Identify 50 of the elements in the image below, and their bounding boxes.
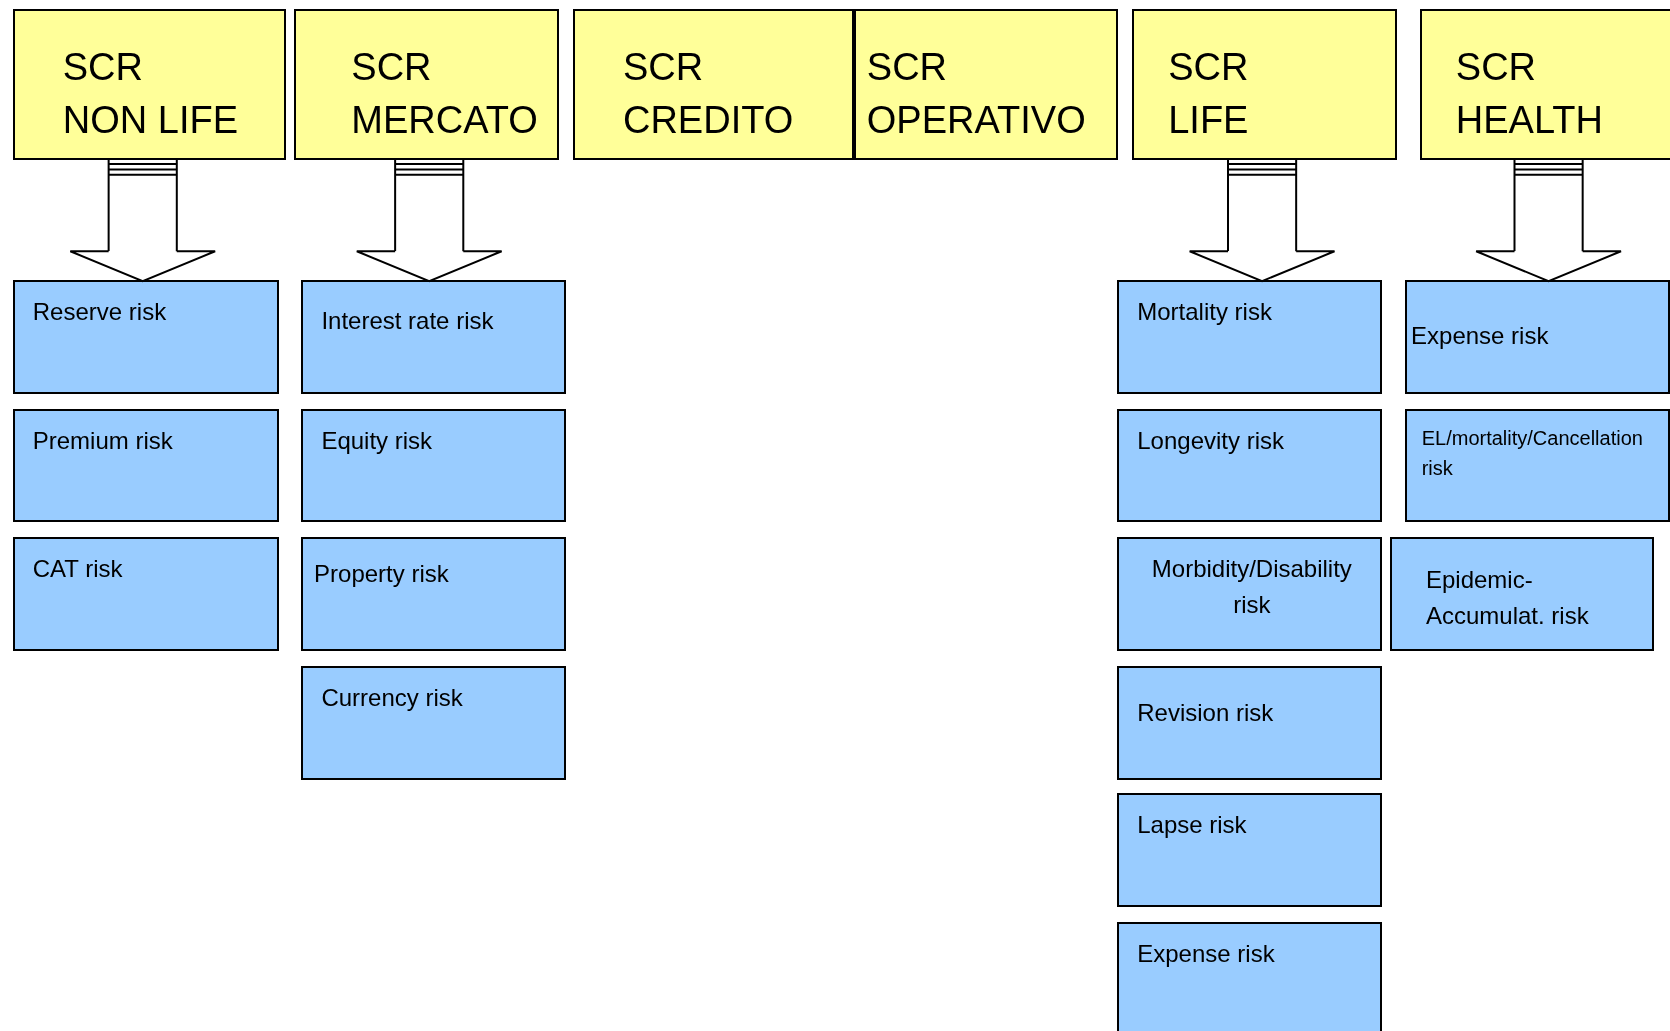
box-label: Mortality risk <box>1137 297 1273 328</box>
risk-box <box>12 280 279 395</box>
box-label: OPERATIVO <box>866 97 1087 143</box>
risk-box <box>1117 665 1383 780</box>
box-label: MERCATO <box>351 97 539 143</box>
risk-box <box>12 536 279 651</box>
module-prefix: SCR <box>1168 44 1250 90</box>
box-label: CAT risk <box>32 553 124 584</box>
box-label: Longevity risk <box>1137 425 1285 456</box>
risk-box <box>1404 408 1670 522</box>
module-box <box>573 8 855 160</box>
box-label: LIFE <box>1168 97 1250 143</box>
risk-box <box>301 665 566 780</box>
module-box <box>1419 8 1670 160</box>
box-label: CREDITO <box>623 97 795 143</box>
risk-box <box>1117 280 1383 395</box>
risk-box <box>1117 408 1383 522</box>
risk-box <box>1404 280 1670 395</box>
box-label: Property risk <box>314 558 450 589</box>
box-label: Reserve risk <box>32 297 168 328</box>
module-box <box>293 8 560 160</box>
risk-box <box>1117 536 1383 651</box>
module-prefix: SCR <box>866 44 949 90</box>
risk-box <box>301 536 566 651</box>
box-label: Equity risk <box>321 425 434 456</box>
risk-box <box>1117 793 1383 908</box>
box-label: Currency risk <box>321 682 464 713</box>
box-label: Expense risk <box>1411 321 1550 352</box>
module-prefix: SCR <box>62 44 144 90</box>
module-prefix: SCR <box>1455 44 1537 90</box>
module-prefix: SCR <box>623 44 705 90</box>
box-label: Interest rate risk <box>321 306 495 337</box>
module-prefix: SCR <box>351 44 433 90</box>
box-label: Expense risk <box>1137 939 1276 970</box>
module-box <box>1132 8 1398 160</box>
box-label: Epidemic-Accumulat. risk <box>1425 565 1590 632</box>
box-label: Morbidity/Disability risk <box>1150 553 1353 620</box>
box-label: NON LIFE <box>62 97 239 143</box>
box-label: EL/mortality/Cancellation risk <box>1421 425 1644 481</box>
risk-box <box>1117 922 1383 1031</box>
risk-box <box>301 408 566 522</box>
box-label: HEALTH <box>1455 97 1604 143</box>
module-box <box>12 8 287 160</box>
box-label: Premium risk <box>32 425 174 456</box>
risk-box <box>12 408 279 522</box>
box-label: Revision risk <box>1137 698 1275 729</box>
risk-box <box>301 280 566 395</box>
box-label: Lapse risk <box>1137 810 1248 841</box>
risk-box <box>1389 536 1654 651</box>
module-box <box>854 8 1119 160</box>
